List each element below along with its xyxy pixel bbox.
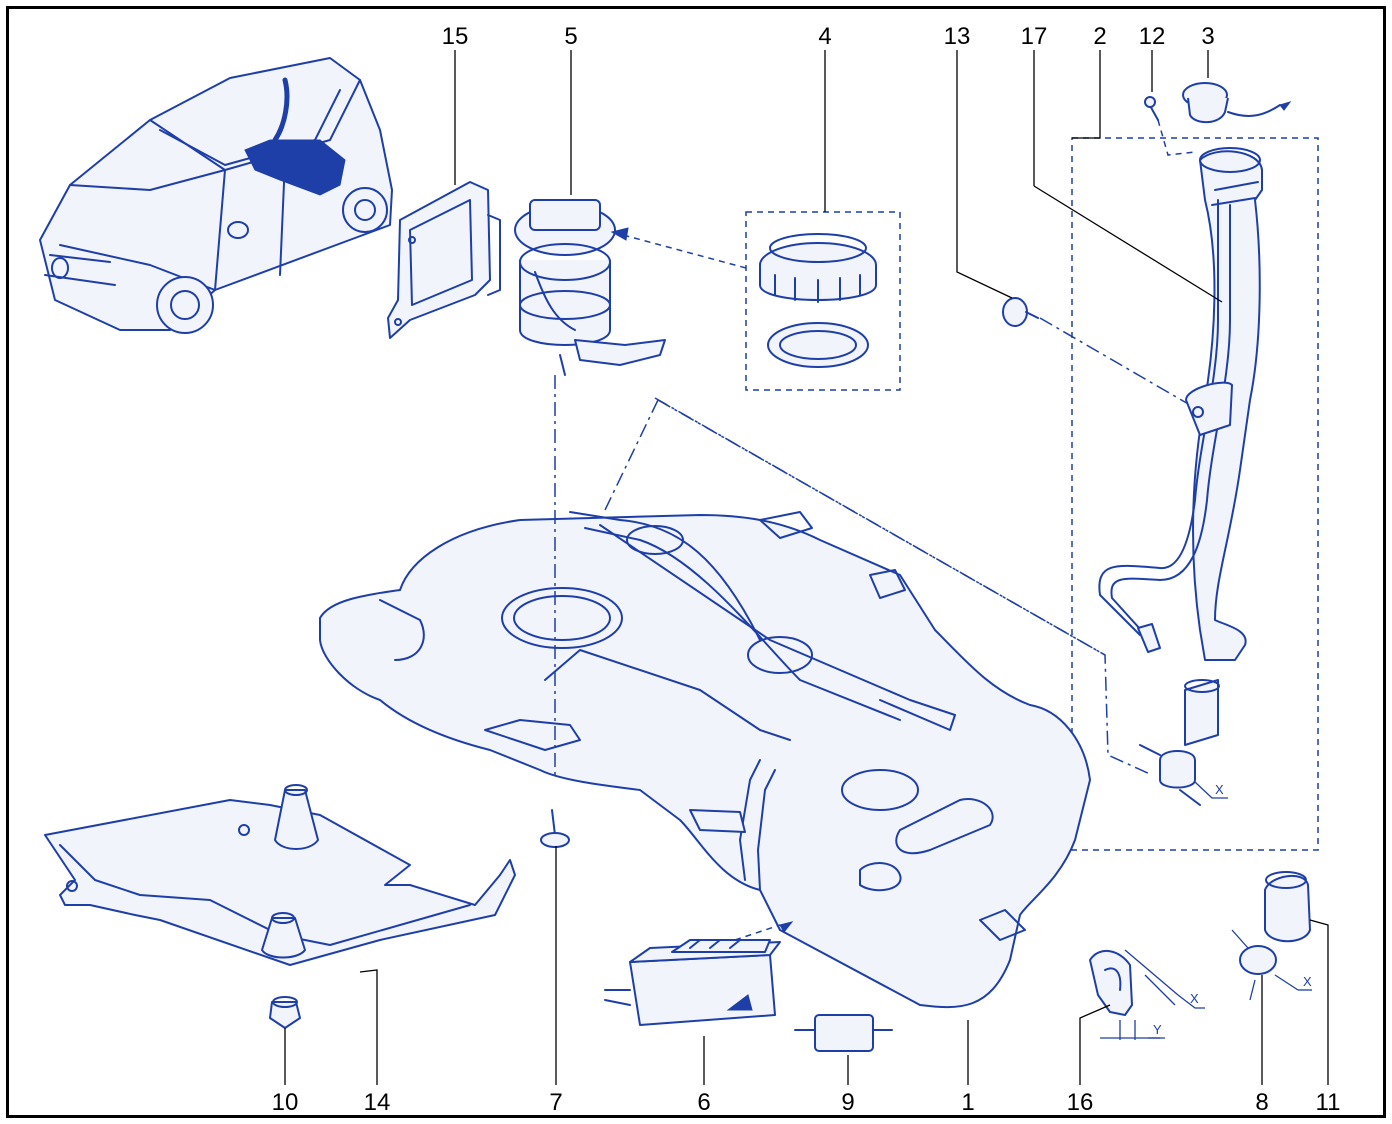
part-11-hose [1264, 871, 1311, 943]
car-illustration [39, 57, 393, 334]
part-15-bracket [387, 181, 501, 339]
filler-hose [654, 397, 1220, 806]
callout-3: 3 [1201, 23, 1214, 50]
callout-15: 15 [442, 23, 469, 50]
part-4-lock-ring-and-seal [610, 211, 901, 391]
callout-8: 8 [1255, 1089, 1268, 1116]
callout-12: 12 [1139, 23, 1166, 50]
callout-16: 16 [1067, 1089, 1094, 1116]
part-1-fuel-tank [319, 375, 1106, 1009]
part-10-nut [269, 996, 301, 1029]
callout-11: 11 [1316, 1089, 1341, 1116]
callout-6: 6 [697, 1089, 710, 1116]
callout-numbers: 15 5 4 13 17 2 12 3 10 14 7 6 9 1 16 8 1… [272, 23, 1341, 1116]
callout-10: 10 [272, 1089, 299, 1116]
part-3-filler-cap [1182, 82, 1292, 124]
dimension-labels: X X Y X [1148, 781, 1312, 1039]
part-13-nut [1002, 297, 1191, 406]
callout-17: 17 [1021, 23, 1048, 50]
dim-label-y-clip: Y [1153, 1022, 1162, 1037]
callout-14: 14 [364, 1089, 391, 1116]
leader-lines [284, 50, 1329, 1085]
part-5-fuel-pump-module [514, 199, 666, 376]
callout-5: 5 [564, 23, 577, 50]
part-6-canister [604, 921, 794, 1026]
part-9-fuel-filter [794, 1014, 893, 1052]
part-2-filler-neck-assembly [1071, 137, 1319, 851]
part-12-screw [1144, 96, 1196, 156]
callout-13: 13 [944, 23, 971, 50]
dim-label-x-clamp: X [1303, 974, 1312, 989]
callout-7: 7 [549, 1089, 562, 1116]
dim-label-x-hose: X [1215, 782, 1224, 797]
callout-2: 2 [1093, 23, 1106, 50]
part-8-hose-clamp [1231, 929, 1299, 1001]
part-16-clip [1089, 949, 1179, 1040]
callout-1: 1 [961, 1089, 974, 1116]
callout-4: 4 [818, 23, 831, 50]
dim-label-x-clip: X [1190, 991, 1199, 1006]
part-7-bolt [540, 809, 570, 848]
part-14-underbody-shield [44, 784, 516, 966]
callout-9: 9 [841, 1089, 854, 1116]
